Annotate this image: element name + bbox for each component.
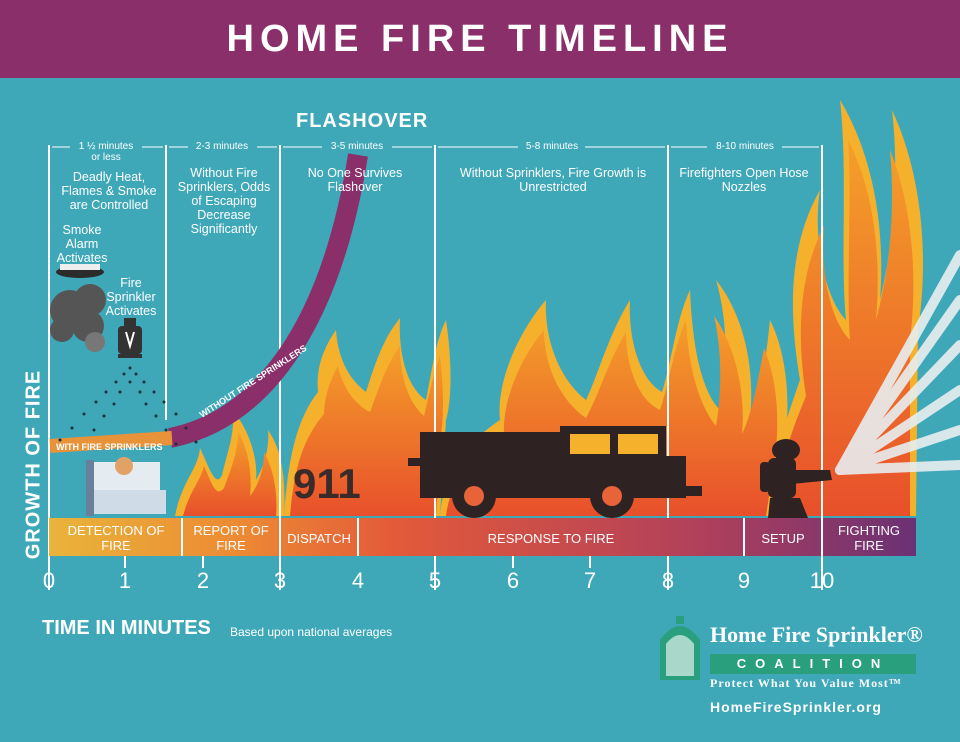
curve-with-sprinklers (49, 431, 173, 453)
duration-5: 8-10 minutes (716, 141, 774, 152)
stage-detection: DETECTION OF FIRE (67, 523, 165, 553)
tick-1: 1 (118, 568, 132, 593)
duration-1-line1: 1 ½ minutes (78, 141, 134, 152)
stage-dividers (48, 145, 823, 590)
logo-coalition: COALITION (710, 654, 916, 674)
duration-1-line2: or less (91, 152, 121, 163)
stage-setup: SETUP (761, 531, 805, 546)
tick-4: 4 (351, 568, 365, 593)
smoke-cloud-icon (50, 284, 106, 352)
duration-1: 1 ½ minutes or less (68, 141, 144, 163)
header-bar: HOME FIRE TIMELINE (0, 0, 960, 78)
stage-strip (49, 518, 916, 556)
curve-without-sprinklers (167, 153, 368, 448)
smoke-alarm-icon (56, 264, 104, 278)
x-axis-note: Based upon national averages (230, 625, 393, 639)
tick-0: 0 (42, 568, 56, 593)
description-response: Without Sprinklers, Fire Growth is Unres… (459, 166, 647, 194)
tick-3: 3 (273, 568, 287, 593)
logo-icon (660, 616, 700, 680)
flashover-label: FLASHOVER (296, 110, 429, 132)
bed-icon (86, 457, 166, 516)
duration-4: 5-8 minutes (525, 141, 579, 152)
logo-name: Home Fire Sprinkler® (710, 622, 923, 647)
stage-report: REPORT OF FIRE (193, 523, 269, 553)
duration-3: 3-5 minutes (330, 141, 384, 152)
smoke-alarm-label: Smoke Alarm Activates (56, 223, 108, 265)
page-title: HOME FIRE TIMELINE (226, 18, 734, 60)
tick-7: 7 (583, 568, 597, 593)
stage-dispatch: DISPATCH (287, 531, 351, 546)
tick-5: 5 (428, 568, 442, 593)
stage-response: RESPONSE TO FIRE (487, 531, 615, 546)
description-detection: Deadly Heat, Flames & Smoke are Controll… (61, 170, 157, 212)
sprinkler-label: Fire Sprinkler Activates (105, 276, 157, 318)
tick-2: 2 (196, 568, 210, 593)
water-droplets-icon (58, 366, 198, 446)
tick-8: 8 (661, 568, 675, 593)
description-report: Without Fire Sprinklers, Odds of Escapin… (177, 166, 271, 236)
website-url[interactable]: HomeFireSprinkler.org (710, 699, 882, 715)
number-911: 911 (293, 460, 361, 507)
description-setup: Firefighters Open Hose Nozzles (679, 166, 809, 194)
flames-inner (183, 140, 914, 516)
firefighter-icon (760, 439, 832, 518)
hose-spray (835, 250, 960, 475)
description-dispatch: No One Survives Flashover (307, 166, 403, 194)
stage-fighting: FIGHTING FIRE (837, 523, 901, 553)
strip-dividers (181, 518, 823, 556)
fire-engine-details (464, 434, 658, 506)
logo-tagline: Protect What You Value Most™ (710, 676, 902, 690)
tick-9: 9 (737, 568, 751, 593)
y-axis-label: GROWTH OF FIRE (22, 369, 45, 560)
tick-10: 10 (809, 568, 835, 593)
sprinkler-icon (118, 318, 142, 358)
tick-6: 6 (506, 568, 520, 593)
curve-label-with: WITH FIRE SPRINKLERS (56, 442, 163, 452)
x-axis-title: TIME IN MINUTES (42, 617, 211, 639)
duration-2: 2-3 minutes (195, 141, 249, 152)
